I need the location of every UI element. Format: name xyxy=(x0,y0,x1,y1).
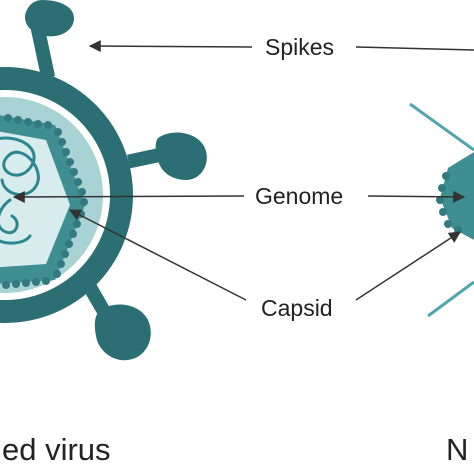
genome-label: Genome xyxy=(249,182,350,210)
genome-arrow-left xyxy=(12,190,245,203)
envelope-spike xyxy=(24,0,74,79)
spikes-arrow-right xyxy=(355,46,474,51)
capsid-label: Capsid xyxy=(255,294,339,322)
spikes-arrow-left xyxy=(88,40,253,53)
genome-arrow-right xyxy=(367,190,466,203)
spikes-label: Spikes xyxy=(259,33,341,61)
naked-virus-spike xyxy=(427,280,474,318)
naked-virus xyxy=(409,102,474,318)
viral-genome xyxy=(0,136,40,245)
capsomer-beads xyxy=(2,114,88,289)
envelope-spike xyxy=(127,132,207,180)
naked-virus-caption: N xyxy=(446,432,469,467)
enveloped-virus-caption: ed virus xyxy=(2,432,111,467)
enveloped-virus xyxy=(0,0,207,361)
capsid-arrow-left xyxy=(68,209,247,301)
naked-virus-spike xyxy=(409,102,474,152)
capsid-arrow-right xyxy=(355,231,462,301)
